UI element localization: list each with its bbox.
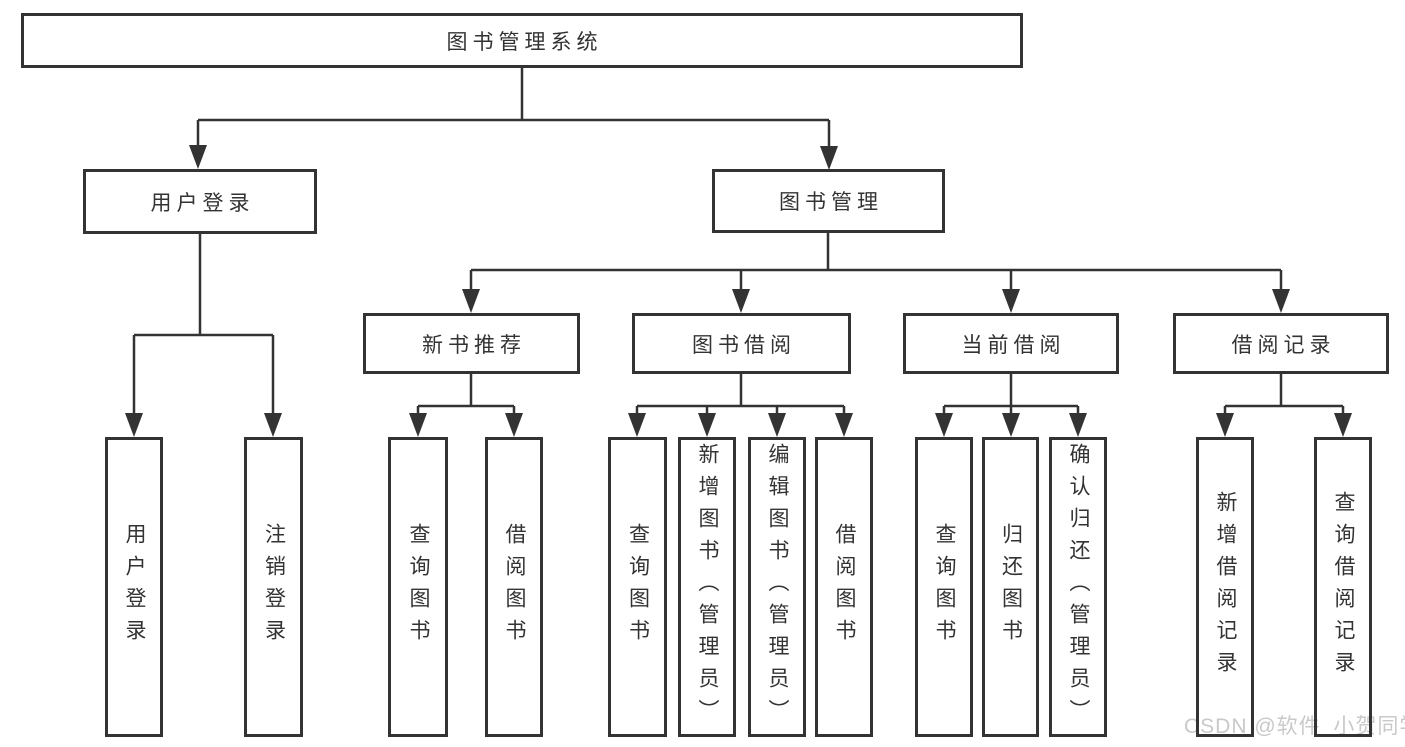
node-book-management: 图书管理 (712, 169, 945, 233)
leaf-user-login: 用户登录 (105, 437, 163, 737)
watermark-text: CSDN @软件_小贺同学 (1184, 715, 1405, 738)
leaf-query-book-borrow: 查询图书 (608, 437, 667, 737)
leaf-return-book-label: 归还图书 (999, 523, 1023, 651)
arrowhead-icons (125, 145, 1352, 437)
node-borrow-record-label: 借阅记录 (1231, 333, 1336, 357)
leaf-borrow-book-label: 借阅图书 (833, 523, 856, 651)
node-borrow-record: 借阅记录 (1173, 313, 1389, 374)
node-book-borrow: 图书借阅 (632, 313, 851, 374)
leaf-query-book-recommend-label: 查询图书 (407, 523, 430, 651)
leaf-confirm-return-admin: 确认归还（管理员） (1049, 437, 1107, 737)
leaf-confirm-return-admin-label: 确认归还（管理员） (1067, 443, 1090, 731)
leaf-edit-book-admin-label: 编辑图书（管理员） (766, 443, 789, 731)
node-new-book-recommend-label: 新书推荐 (422, 333, 526, 357)
node-root-label: 图书管理系统 (446, 30, 603, 54)
node-root: 图书管理系统 (21, 13, 1023, 68)
node-user-login: 用户登录 (83, 169, 317, 234)
node-book-management-label: 图书管理 (779, 191, 883, 214)
leaf-logout-label: 注销登录 (262, 523, 286, 651)
leaf-add-borrow-record-label: 新增借阅记录 (1214, 491, 1237, 683)
leaf-borrow-book-recommend-label: 借阅图书 (503, 523, 526, 651)
node-new-book-recommend: 新书推荐 (363, 313, 580, 374)
node-current-borrow: 当前借阅 (903, 313, 1119, 374)
leaf-query-book-borrow-label: 查询图书 (626, 523, 650, 651)
leaf-logout: 注销登录 (244, 437, 303, 737)
leaf-query-book-recommend: 查询图书 (388, 437, 448, 737)
leaf-borrow-book-recommend: 借阅图书 (485, 437, 543, 737)
leaf-query-borrow-record: 查询借阅记录 (1314, 437, 1372, 737)
leaf-query-book-current: 查询图书 (915, 437, 973, 737)
leaf-add-book-admin: 新增图书（管理员） (678, 437, 736, 737)
leaf-add-borrow-record: 新增借阅记录 (1196, 437, 1254, 737)
leaf-borrow-book: 借阅图书 (815, 437, 873, 737)
node-current-borrow-label: 当前借阅 (961, 333, 1066, 357)
leaf-add-book-admin-label: 新增图书（管理员） (696, 443, 719, 731)
node-book-borrow-label: 图书借阅 (692, 333, 796, 357)
leaf-user-login-label: 用户登录 (123, 523, 146, 651)
leaf-return-book: 归还图书 (982, 437, 1039, 737)
leaf-query-book-current-label: 查询图书 (933, 523, 956, 651)
leaf-edit-book-admin: 编辑图书（管理员） (748, 437, 806, 737)
node-user-login-label: 用户登录 (150, 191, 255, 215)
leaf-query-borrow-record-label: 查询借阅记录 (1332, 491, 1355, 683)
